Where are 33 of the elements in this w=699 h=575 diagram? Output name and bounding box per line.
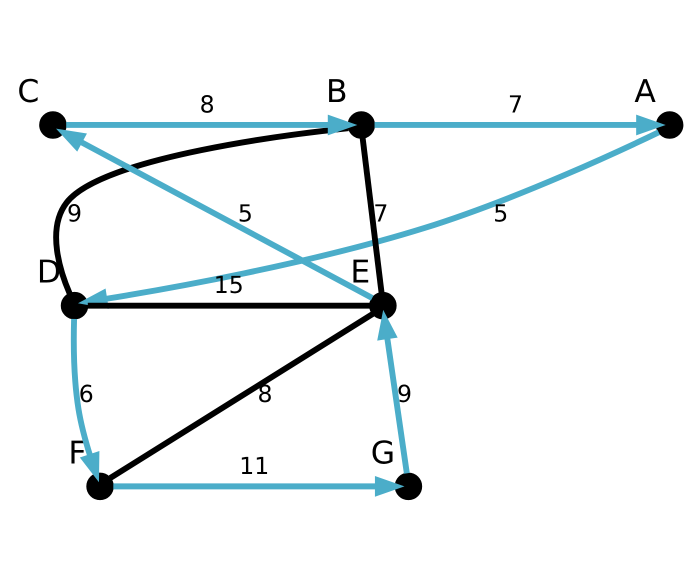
edge-label: 7 xyxy=(508,90,523,118)
connector xyxy=(360,137,384,293)
connector xyxy=(88,302,370,308)
node-circle xyxy=(656,110,684,138)
edge-label: 6 xyxy=(78,380,94,408)
connector xyxy=(108,310,374,480)
node-label: A xyxy=(634,73,656,110)
node-circle xyxy=(86,472,114,500)
node-label: C xyxy=(17,73,40,110)
node-label: D xyxy=(36,254,62,290)
node-circle xyxy=(348,110,376,138)
edge-label: 9 xyxy=(67,198,82,227)
arrow xyxy=(66,114,358,135)
node-label: B xyxy=(326,73,348,110)
edge-label: 9 xyxy=(397,380,412,408)
node-label: F xyxy=(68,434,87,471)
arrow xyxy=(377,309,410,474)
node-circle xyxy=(369,291,397,319)
node-label: E xyxy=(350,254,370,290)
edge-label: 15 xyxy=(214,270,244,299)
edge-label: 11 xyxy=(239,451,270,480)
edge-label: 5 xyxy=(238,198,253,227)
node-circle xyxy=(394,472,422,500)
edge-label: 8 xyxy=(258,380,273,408)
arrow xyxy=(70,318,100,482)
edge-label: 8 xyxy=(200,90,215,118)
edge-label: 7 xyxy=(373,198,388,227)
arrow xyxy=(374,114,666,135)
node-circle xyxy=(39,110,67,138)
edge-label: 5 xyxy=(493,198,508,227)
node-label: G xyxy=(370,434,396,471)
node-circle xyxy=(60,291,88,319)
arrow xyxy=(113,476,404,496)
